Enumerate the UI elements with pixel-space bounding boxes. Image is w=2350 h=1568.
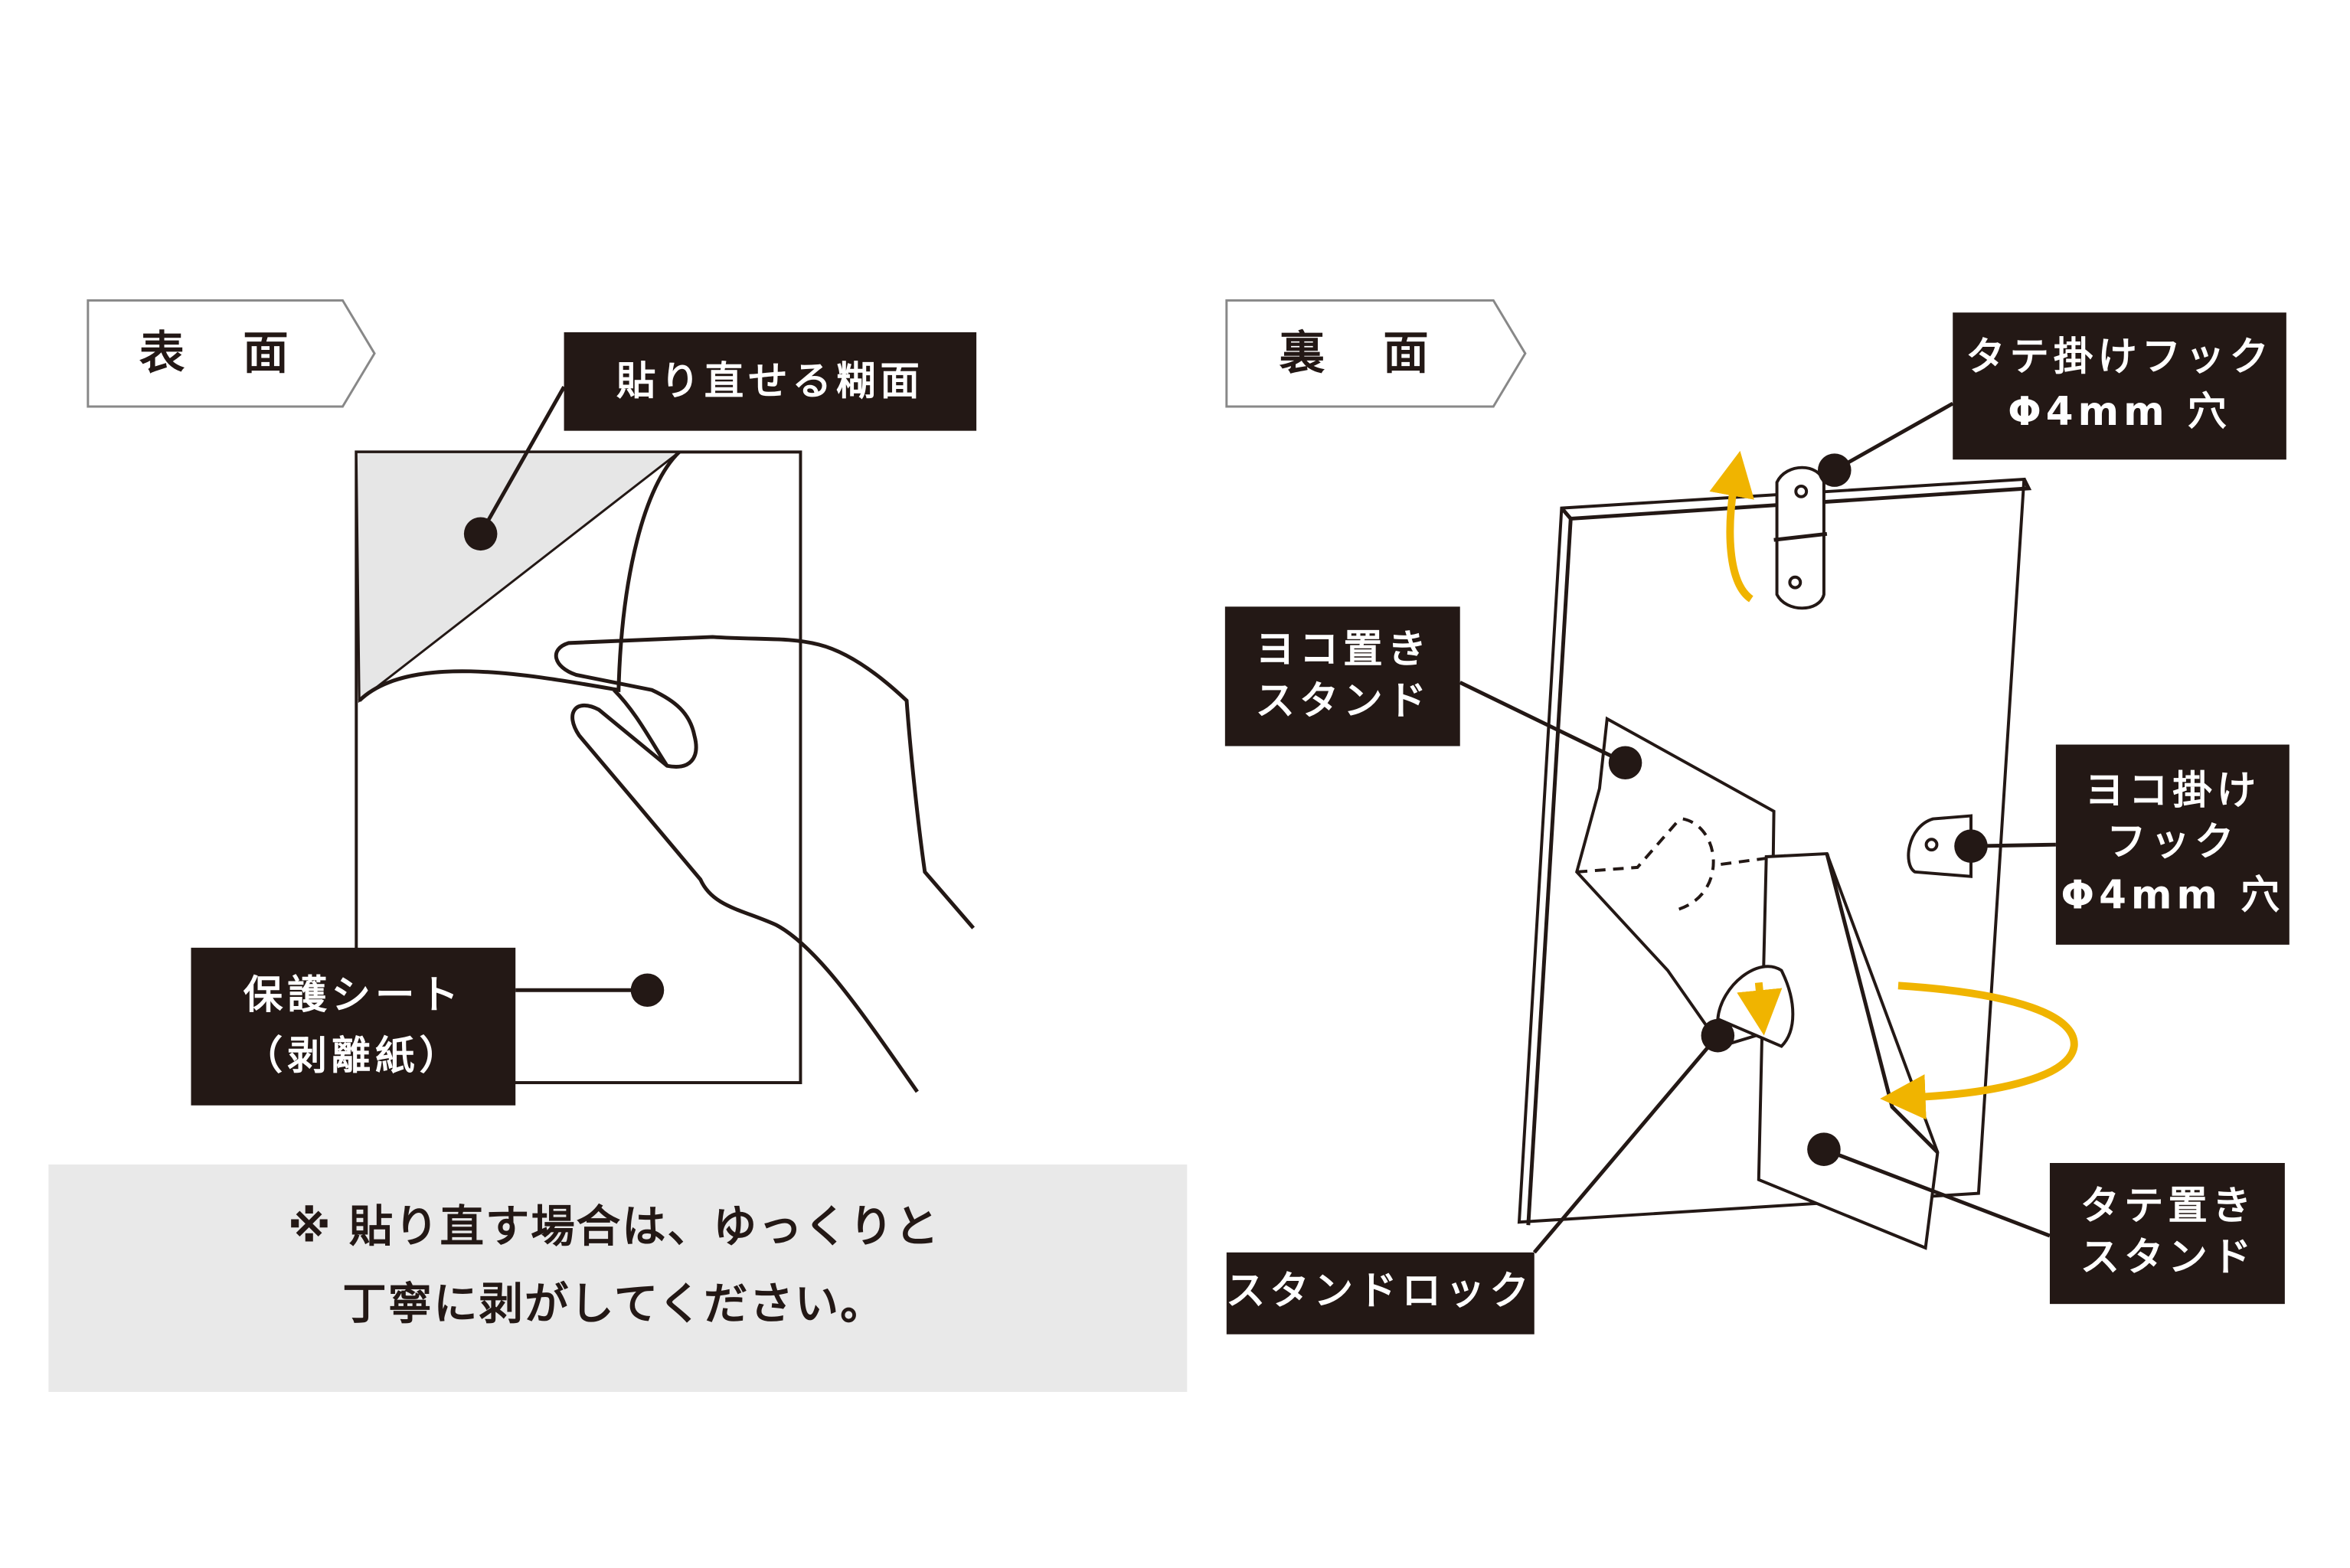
vertical-stand-label: タテ置き スタンド: [2049, 1163, 2285, 1305]
adhesive-pointer-dot: [463, 517, 498, 551]
adhesive-label-text: 貼り直せる糊面: [616, 358, 924, 404]
horizontal-stand-label-line2: スタンド: [1255, 678, 1431, 724]
vertical-stand-label-line1: タテ置き: [2080, 1183, 2257, 1229]
horizontal-stand-label-line1: ヨコ置き: [1255, 627, 1431, 673]
horizontal-hook-label: ヨコ掛け フック Φ4mm 穴: [2055, 744, 2290, 945]
adhesive-label: 貼り直せる糊面: [564, 332, 977, 431]
protective-sheet-label: 保護シート （剥離紙）: [191, 947, 516, 1106]
stand-lock-label: スタンドロック: [1226, 1252, 1535, 1334]
horizontal-stand: [1575, 716, 1776, 1048]
adhesive-surface: [355, 450, 683, 704]
horizontal-hook-label-line3: Φ4mm 穴: [2061, 873, 2284, 919]
protective-label-line1: 保護シート: [243, 972, 463, 1018]
protective-pointer-dot: [630, 973, 665, 1008]
rotate-arrow-icon: [1880, 982, 2078, 1120]
note-box: ※ 貼り直す場合は、ゆっくりと 丁寧に剥がしてください。: [48, 1164, 1188, 1392]
vertical-hook-label-line1: タテ掛けフック: [1966, 335, 2273, 381]
horizontal-hook-label-line2: フック: [2107, 819, 2238, 865]
note-line1: ※ 貼り直す場合は、ゆっくりと: [288, 1201, 940, 1253]
back-tag-text: 裏 面: [1280, 328, 1450, 381]
vertical-hook-label: タテ掛けフック Φ4mm 穴: [1953, 312, 2286, 460]
vertical-stand-label-line2: スタンド: [2080, 1235, 2257, 1281]
front-side: 表 面 貼り直せる糊面 保護シート （剥離紙） ※ 貼り直す場合は、ゆっくりと …: [48, 299, 1188, 1392]
back-tag: 裏 面: [1225, 299, 1527, 408]
vertical-hook-label-line2: Φ4mm 穴: [2008, 389, 2231, 435]
horizontal-hook-label-line1: ヨコ掛け: [2085, 768, 2261, 814]
back-side: 裏 面 タテ掛けフック Φ4mm 穴 ヨコ置き: [1224, 299, 2290, 1334]
protective-label-line2: （剥離紙）: [243, 1033, 463, 1079]
hand-illustration: [554, 635, 976, 1093]
peeled-corner: [358, 450, 681, 702]
stand-lock-label-text: スタンドロック: [1226, 1268, 1534, 1314]
note-line2: 丁寧に剥がしてください。: [342, 1279, 885, 1330]
flip-up-arrow-icon: [1709, 450, 1754, 603]
horizontal-hook: [1907, 814, 1972, 878]
horizontal-stand-label: ヨコ置き スタンド: [1224, 606, 1460, 746]
front-tag-text: 表 面: [139, 328, 310, 381]
front-tag: 表 面: [87, 299, 376, 408]
